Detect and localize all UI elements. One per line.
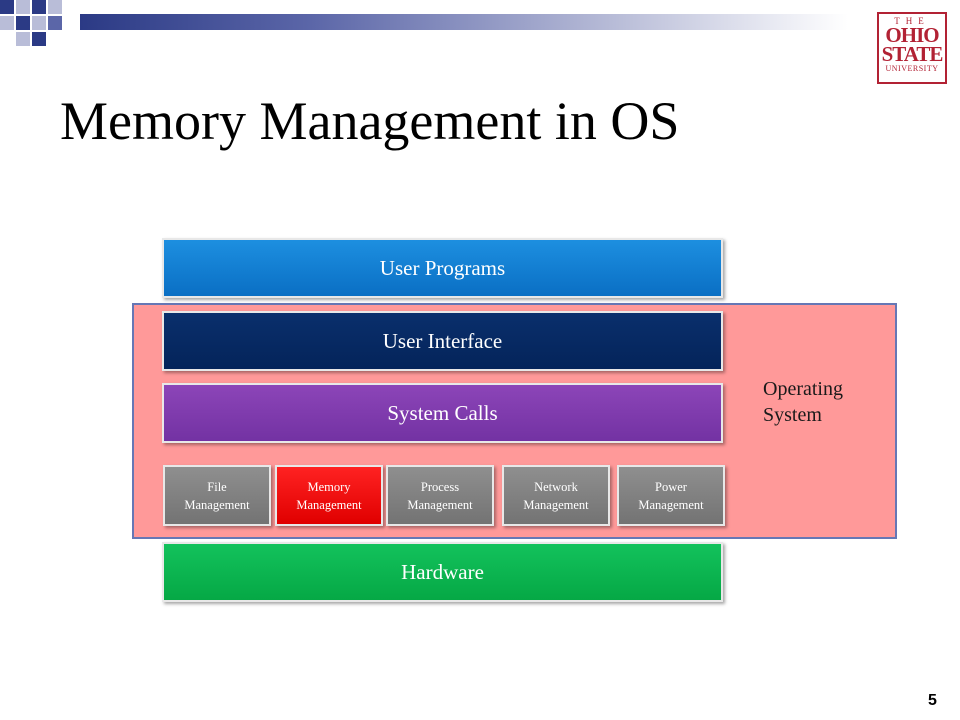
banner-square <box>32 32 46 46</box>
module-label-line: Network <box>534 479 578 494</box>
module-network-management: Network Management <box>502 465 610 526</box>
slide-title: Memory Management in OS <box>60 91 680 151</box>
banner-square <box>48 0 62 14</box>
module-label-line: Management <box>296 497 362 512</box>
banner-square <box>16 0 30 14</box>
module-label-line: Management <box>184 497 250 512</box>
banner-square <box>16 32 30 46</box>
banner-square <box>32 0 46 14</box>
module-power-management: Power Management <box>617 465 725 526</box>
logo-line: THE <box>894 16 930 26</box>
layer-label: Hardware <box>401 559 484 584</box>
module-file-management: File Management <box>163 465 271 526</box>
module-label-line: Memory <box>307 479 351 494</box>
module-process-management: Process Management <box>386 465 494 526</box>
banner-square <box>0 16 14 30</box>
os-label-line: System <box>763 404 822 426</box>
logo-line: UNIVERSITY <box>885 64 939 73</box>
layer-label: User Interface <box>382 328 503 353</box>
logo-line: STATE <box>881 42 944 66</box>
module-label-line: Management <box>523 497 589 512</box>
module-label-line: Management <box>407 497 473 512</box>
logo-line: OHIO <box>885 23 939 47</box>
ohio-state-logo: THE OHIO STATE UNIVERSITY <box>877 12 947 84</box>
banner-gradient-bar <box>80 14 848 30</box>
module-label-line: Power <box>655 479 687 494</box>
page-number: 5 <box>928 692 937 709</box>
layer-user-interface: User Interface <box>162 311 723 371</box>
layer-label: System Calls <box>387 400 498 425</box>
module-label-line: Management <box>638 497 704 512</box>
header-banner <box>0 0 960 56</box>
layer-system-calls: System Calls <box>162 383 723 443</box>
layer-hardware: Hardware <box>162 542 723 602</box>
layer-user-programs: User Programs <box>162 238 723 298</box>
os-label-line: Operating <box>763 378 843 400</box>
module-memory-management: Memory Management <box>275 465 383 526</box>
module-label-line: Process <box>420 479 460 494</box>
banner-square <box>32 16 46 30</box>
banner-square <box>0 0 14 14</box>
layer-label: User Programs <box>379 255 506 280</box>
module-label-line: File <box>207 479 227 494</box>
banner-square <box>48 16 62 30</box>
operating-system-label: Operating System <box>763 376 883 428</box>
banner-square <box>16 16 30 30</box>
